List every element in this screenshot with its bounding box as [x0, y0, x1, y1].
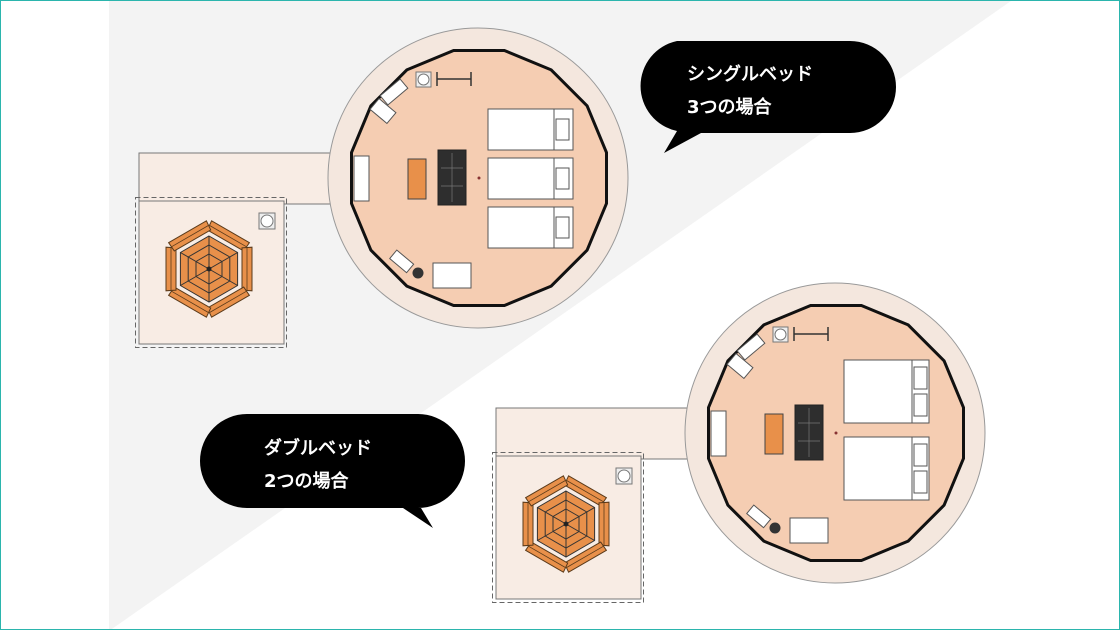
- sofa-icon: [437, 149, 467, 206]
- deck-walkway: [138, 152, 340, 205]
- bin-icon: [769, 522, 781, 534]
- table-spoke: [208, 252, 238, 270]
- table-spoke: [565, 507, 595, 525]
- bench-icon: [167, 220, 212, 252]
- bench-icon: [563, 541, 608, 573]
- bubble-shape: [200, 414, 465, 528]
- bench-icon: [167, 286, 212, 318]
- umbrella-pole: [563, 521, 569, 527]
- bench-icon: [165, 246, 177, 292]
- sofa-icon: [794, 404, 824, 461]
- bubble-line-2: 2つの場合: [264, 470, 350, 492]
- pillow: [913, 443, 928, 467]
- table-spoke: [180, 268, 210, 286]
- bench-icon: [241, 246, 253, 292]
- bench-icon: [522, 501, 534, 547]
- deck-dashed-boundary: [492, 452, 644, 603]
- shelf-icon: [710, 410, 727, 457]
- stool-icon: [615, 467, 633, 485]
- lamp-icon: [415, 71, 432, 88]
- chair-icon: [369, 97, 397, 125]
- bed-icon: [487, 206, 574, 249]
- speech-bubble-double: ダブルベッド 2つの場合: [200, 414, 465, 528]
- stool-icon: [258, 212, 276, 230]
- table-icon: [407, 158, 427, 200]
- bubble-line-1: シングルベッド: [687, 63, 813, 85]
- chair-icon: [736, 333, 766, 361]
- chair-icon: [379, 78, 409, 106]
- bench-icon: [563, 475, 608, 507]
- speech-bubble-single: シングルベッド 3つの場合: [640, 41, 896, 153]
- table-spoke: [180, 252, 210, 270]
- hexagon-table-icon: [179, 235, 239, 303]
- table-spoke: [565, 523, 595, 541]
- double-bed-plan: [492, 282, 986, 603]
- bubble-line-2: 3つの場合: [687, 96, 773, 118]
- bench-icon: [206, 220, 251, 252]
- single-bed-plan: [135, 27, 629, 348]
- chair-icon: [389, 249, 415, 274]
- table-icon: [764, 413, 784, 455]
- bed-icon: [487, 157, 574, 200]
- bench-slat: [209, 291, 247, 313]
- bin-icon: [412, 267, 424, 279]
- bench-slat: [528, 480, 566, 502]
- deck-walkway: [495, 407, 697, 460]
- center-pole: [477, 176, 481, 180]
- pillow: [555, 216, 570, 239]
- pillow: [555, 167, 570, 190]
- center-pole: [834, 431, 838, 435]
- shelf-icon: [353, 155, 370, 202]
- lamp-icon: [772, 326, 789, 343]
- bench-slat: [171, 225, 209, 247]
- clothes-rack-icon: [436, 72, 472, 86]
- chair-icon: [746, 504, 772, 529]
- bench-slat: [566, 546, 604, 568]
- bubble-shape: [640, 41, 896, 153]
- clothes-rack-icon: [793, 327, 829, 341]
- table-spoke: [537, 523, 567, 541]
- pillow: [913, 470, 928, 494]
- table-spoke: [537, 507, 567, 525]
- bench-slat: [528, 546, 566, 568]
- hexagon-table-icon: [536, 490, 596, 558]
- bench-slat: [566, 480, 604, 502]
- bubble-line-1: ダブルベッド: [264, 437, 372, 459]
- desk-icon: [432, 262, 472, 289]
- bed-icon: [843, 436, 930, 501]
- table-spoke: [208, 268, 238, 286]
- bed-icon: [843, 359, 930, 424]
- desk-icon: [789, 517, 829, 544]
- bench-icon: [206, 286, 251, 318]
- pillow: [913, 393, 928, 417]
- bench-icon: [524, 541, 569, 573]
- bench-slat: [209, 225, 247, 247]
- bench-icon: [524, 475, 569, 507]
- pillow: [555, 118, 570, 141]
- chair-icon: [726, 352, 754, 380]
- bench-slat: [171, 291, 209, 313]
- deck-dashed-boundary: [135, 197, 287, 348]
- umbrella-pole: [206, 266, 212, 272]
- bed-icon: [487, 108, 574, 151]
- bench-icon: [598, 501, 610, 547]
- pillow: [913, 366, 928, 390]
